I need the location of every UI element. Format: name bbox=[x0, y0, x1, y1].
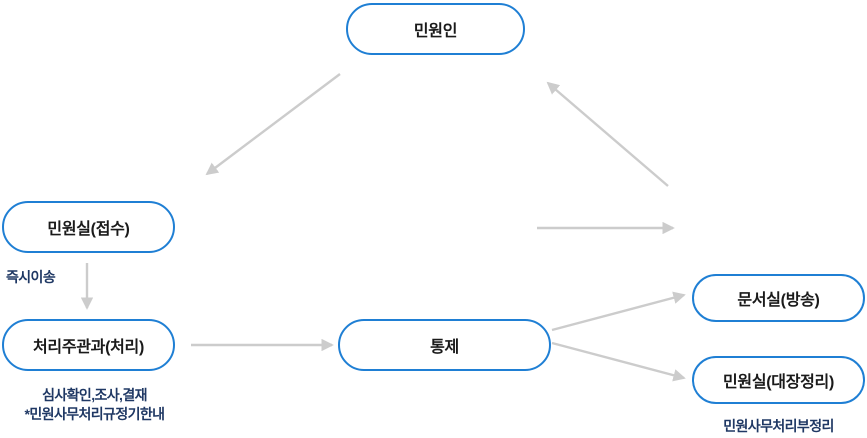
caption-ledger-organize: 민원사무처리부정리 bbox=[723, 418, 834, 434]
node-reception-label: 민원실(접수) bbox=[47, 221, 130, 238]
node-ledger-room[interactable]: 민원실(대장정리) bbox=[692, 356, 865, 404]
node-department-label: 처리주관과(처리) bbox=[33, 339, 144, 356]
arrow-control-to-ledger bbox=[551, 341, 686, 382]
node-control[interactable]: 통제 bbox=[338, 319, 551, 371]
node-control-label: 통제 bbox=[430, 339, 459, 356]
node-document-room-label: 문서실(방송) bbox=[737, 292, 820, 309]
node-citizen[interactable]: 민원인 bbox=[346, 3, 525, 55]
caption-review-steps: 심사확인,조사,결재 *민원사무처리규정기한내 bbox=[2, 386, 187, 424]
arrow-control-to-citizen bbox=[546, 81, 669, 187]
caption-review-line1: 심사확인,조사,결재 bbox=[42, 387, 147, 403]
arrow-control-to-docroom bbox=[551, 291, 686, 332]
node-citizen-label: 민원인 bbox=[413, 23, 458, 40]
node-reception[interactable]: 민원실(접수) bbox=[2, 201, 175, 253]
arrow-citizen-to-reception bbox=[205, 73, 341, 176]
node-document-room[interactable]: 문서실(방송) bbox=[692, 274, 865, 322]
caption-review-line2: *민원사무처리규정기한내 bbox=[24, 406, 166, 422]
node-department[interactable]: 처리주관과(처리) bbox=[2, 319, 175, 371]
caption-immediate-transfer: 즉시이송 bbox=[6, 269, 56, 285]
node-ledger-room-label: 민원실(대장정리) bbox=[723, 374, 834, 391]
